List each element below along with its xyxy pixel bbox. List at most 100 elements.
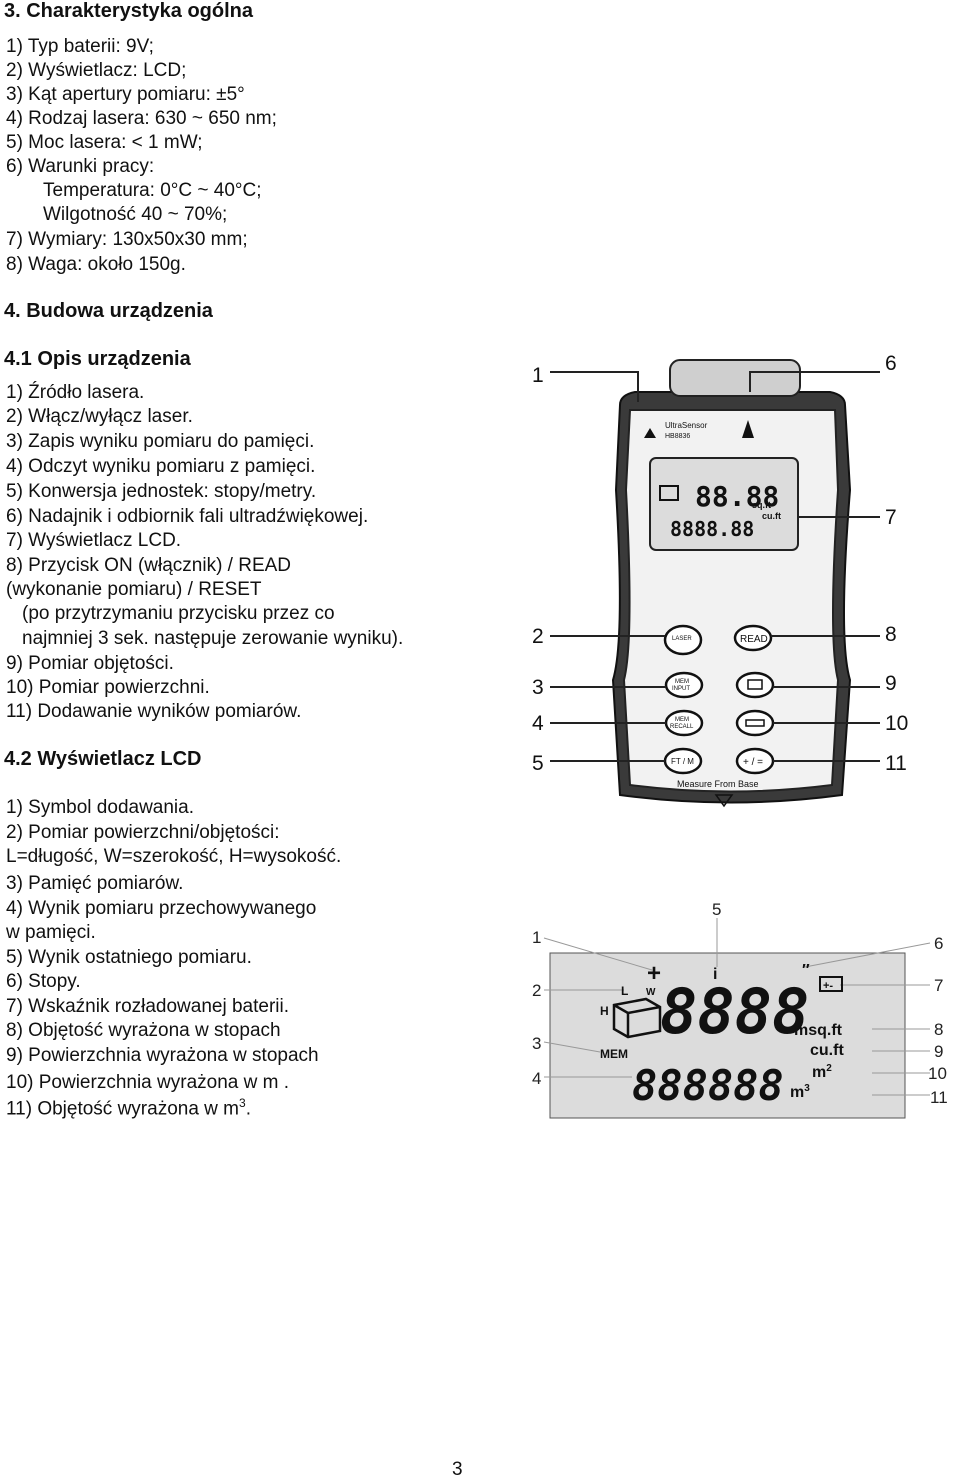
lcd-plus-symbol: + xyxy=(647,960,661,987)
mem-recall-button[interactable]: MEM RECALL xyxy=(664,709,704,737)
callout-1: 1 xyxy=(532,364,544,387)
area-icon xyxy=(745,719,765,727)
area-button[interactable] xyxy=(735,709,775,737)
volume-icon xyxy=(747,679,763,690)
mem-input-label: MEM xyxy=(675,679,689,685)
superscript: 3 xyxy=(239,1096,246,1110)
lcd-item-text: 11) Objętość wyrażona w m xyxy=(6,1098,240,1120)
spec-item: 6) Warunki pracy: xyxy=(6,156,155,177)
lcd-mem-label: MEM xyxy=(600,1047,628,1061)
mem-input-label-2: INPUT xyxy=(672,686,690,692)
read-button-label: READ xyxy=(740,634,768,645)
callout-6: 6 xyxy=(934,934,943,953)
callout-3: 3 xyxy=(532,1034,541,1053)
callout-8: 8 xyxy=(885,623,897,646)
callout-line-1 xyxy=(543,937,653,971)
mem-input-button[interactable]: MEM INPUT xyxy=(664,671,704,699)
device-part-item: 1) Źródło lasera. xyxy=(6,382,145,403)
lcd-unit-sqft: sq.ft xyxy=(752,500,771,510)
callout-7: 7 xyxy=(934,976,943,995)
lcd-unit-cuft: cu.ft xyxy=(810,1042,844,1059)
lcd-item: 6) Stopy. xyxy=(6,971,81,992)
section-4-2-heading: 4.2 Wyświetlacz LCD xyxy=(4,748,202,770)
callout-9: 9 xyxy=(934,1042,943,1061)
base-arrow-icon xyxy=(714,794,734,808)
ft-m-label: FT / M xyxy=(671,757,694,766)
sensor-tab xyxy=(669,359,801,397)
callout-line-1 xyxy=(550,371,639,402)
lcd-unit-sqft: msq.ft xyxy=(794,1022,843,1039)
callout-11: 11 xyxy=(885,752,907,775)
device-part-item: 5) Konwersja jednostek: stopy/metry. xyxy=(6,481,317,502)
lcd-feet-mark: ″ xyxy=(802,962,810,979)
device-part-item: (po przytrzymaniu przycisku przez co xyxy=(22,603,335,624)
callout-7: 7 xyxy=(885,506,897,529)
lcd-figure: + L W H MEM 8888 888888 i ″ +- msq.ft cu… xyxy=(532,900,948,1119)
callout-11: 11 xyxy=(930,1088,948,1107)
spec-item: 2) Wyświetlacz: LCD; xyxy=(6,60,187,81)
lcd-item: L=długość, W=szerokość, H=wysokość. xyxy=(6,846,342,867)
lcd-last-mark: i xyxy=(713,966,717,983)
callout-5: 5 xyxy=(712,900,721,919)
warning-icon xyxy=(644,428,656,438)
lcd-h-label: H xyxy=(600,1004,609,1018)
battery-icon: +- xyxy=(819,976,843,992)
laser-button[interactable]: LASER xyxy=(663,624,703,656)
lcd-top-digits: 88.88 xyxy=(695,480,779,513)
lcd-bottom-digits: 8888.88 xyxy=(670,517,754,541)
lcd-item: 5) Wynik ostatniego pomiaru. xyxy=(6,947,252,968)
callout-line-3 xyxy=(543,1041,601,1053)
callout-6: 6 xyxy=(885,352,897,375)
device-part-item: 3) Zapis wyniku pomiaru do pamięci. xyxy=(6,431,315,452)
callout-line-6 xyxy=(804,942,931,968)
model-text: HB8836 xyxy=(665,433,690,440)
lcd-item: 11) Objętość wyrażona w m3. xyxy=(6,1096,251,1120)
battery-symbol: +- xyxy=(823,980,833,992)
device-part-item: 11) Dodawanie wyników pomiarów. xyxy=(6,701,302,722)
lcd-top-digits: 8888 xyxy=(660,975,809,1048)
spec-item: 1) Typ baterii: 9V; xyxy=(6,36,154,57)
callout-9: 9 xyxy=(885,672,897,695)
device-part-item: 10) Pomiar powierzchni. xyxy=(6,677,210,698)
aperture-icon xyxy=(742,420,754,438)
lcd-panel xyxy=(549,952,906,1119)
page-number: 3 xyxy=(452,1459,463,1480)
measure-from-base-text: Measure From Base xyxy=(677,779,759,789)
spec-item: Temperatura: 0°C ~ 40°C; xyxy=(43,180,262,201)
mem-recall-label-2: RECALL xyxy=(670,724,694,730)
spec-item: 8) Waga: około 150g. xyxy=(6,254,186,275)
volume-button[interactable] xyxy=(735,671,775,699)
section-3-heading: 3. Charakterystyka ogólna xyxy=(4,0,253,22)
lcd-w-label: W xyxy=(646,987,656,998)
device-part-item: 6) Nadajnik i odbiornik fali ultradźwięk… xyxy=(6,506,369,527)
callout-8: 8 xyxy=(934,1020,943,1039)
lcd-item: w pamięci. xyxy=(6,922,96,943)
lcd-box-icon xyxy=(659,485,679,501)
callout-line-6 xyxy=(749,371,880,392)
lcd-box-icon xyxy=(612,997,662,1039)
callout-5: 5 xyxy=(532,752,544,775)
callout-2: 2 xyxy=(532,625,544,648)
lcd-item: 7) Wskaźnik rozładowanej baterii. xyxy=(6,996,290,1017)
callout-3: 3 xyxy=(532,676,544,699)
callout-2: 2 xyxy=(532,981,541,1000)
spec-item: 5) Moc lasera: < 1 mW; xyxy=(6,132,203,153)
spec-item: 4) Rodzaj lasera: 630 ~ 650 nm; xyxy=(6,108,277,129)
lcd-item: 4) Wynik pomiaru przechowywanego xyxy=(6,898,317,919)
device-part-item: 8) Przycisk ON (włącznik) / READ xyxy=(6,555,292,576)
laser-button-label: LASER xyxy=(672,636,692,642)
read-button[interactable]: READ xyxy=(733,624,773,652)
device-part-item: 7) Wyświetlacz LCD. xyxy=(6,530,182,551)
device-lcd xyxy=(649,457,799,551)
ft-m-button[interactable]: FT / M xyxy=(663,747,703,775)
section-4-1-heading: 4.1 Opis urządzenia xyxy=(4,348,191,370)
lcd-item-suffix: . xyxy=(245,1098,251,1120)
callout-10: 10 xyxy=(928,1064,947,1083)
lcd-unit-cuft: cu.ft xyxy=(762,511,781,521)
lcd-item: 2) Pomiar powierzchni/objętości: xyxy=(6,822,280,843)
mem-recall-label: MEM xyxy=(675,717,689,723)
section-4-heading: 4. Budowa urządzenia xyxy=(4,300,213,322)
callout-10: 10 xyxy=(885,712,908,735)
plus-equals-button[interactable]: + / = xyxy=(735,747,775,775)
device-part-item: (wykonanie pomiaru) / RESET xyxy=(6,579,262,600)
